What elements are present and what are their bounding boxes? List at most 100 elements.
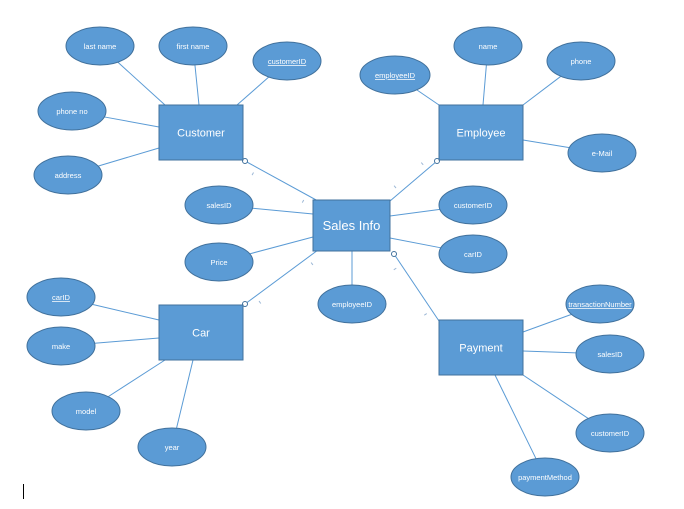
attribute-emp-phone[interactable]: phone	[546, 41, 616, 81]
attribute-cust-first[interactable]: first name	[158, 26, 228, 66]
attribute-ellipse[interactable]	[33, 155, 103, 195]
attribute-label: phone	[571, 57, 592, 66]
attribute-label: make	[52, 342, 70, 351]
attribute-label: paymentMethod	[518, 473, 572, 482]
attribute-ellipse[interactable]	[567, 133, 637, 173]
attribute-emp-email[interactable]: e-Mail	[567, 133, 637, 173]
attribute-sales-carid[interactable]: carID	[438, 234, 508, 274]
entity-box[interactable]	[312, 199, 391, 252]
attribute-sales-salesid[interactable]: salesID	[184, 185, 254, 225]
relationship-lines	[242, 158, 440, 322]
attribute-label: customerID	[268, 57, 307, 66]
emp-id-connector	[416, 89, 440, 106]
attribute-label: Price	[210, 258, 227, 267]
sales-carid-connector	[389, 237, 441, 249]
car-model-connector	[107, 359, 166, 398]
entity-customer[interactable]: Customer	[158, 104, 244, 161]
entity-sales[interactable]: Sales Info	[312, 199, 391, 252]
attribute-ellipse[interactable]	[184, 242, 254, 282]
attribute-cust-last[interactable]: last name	[65, 26, 135, 66]
entity-label: Car	[192, 327, 210, 339]
attribute-ellipse[interactable]	[565, 284, 635, 324]
attribute-ellipse[interactable]	[137, 427, 207, 467]
attribute-ellipse[interactable]	[438, 234, 508, 274]
relationship-employee-sales	[389, 158, 440, 202]
cardinality-tick	[310, 262, 314, 266]
attribute-ellipse[interactable]	[184, 185, 254, 225]
entity-box[interactable]	[158, 104, 244, 161]
connector-lines	[92, 61, 589, 459]
attribute-pay-method[interactable]: paymentMethod	[510, 457, 580, 497]
attribute-label: carID	[464, 250, 483, 259]
attribute-label: transactionNumber	[568, 300, 632, 309]
attribute-ellipse[interactable]	[26, 277, 96, 317]
attribute-label: customerID	[591, 429, 630, 438]
attribute-ellipse[interactable]	[575, 413, 645, 453]
cardinality-tick	[393, 185, 397, 189]
relationship-line	[244, 160, 319, 202]
attribute-label: last name	[84, 42, 117, 51]
relationship-end-circle	[434, 158, 440, 164]
relationship-end-circle	[391, 251, 397, 257]
sales-custid-connector	[389, 208, 440, 217]
relationship-end-circle	[242, 301, 248, 307]
emp-email-connector	[522, 139, 570, 149]
entity-payment[interactable]: Payment	[438, 319, 524, 376]
attribute-sales-price[interactable]: Price	[184, 242, 254, 282]
attribute-label: year	[165, 443, 180, 452]
cust-address-connector	[97, 147, 160, 167]
attribute-label: employeeID	[375, 71, 416, 80]
cardinality-tick	[258, 300, 262, 304]
attribute-sales-empid[interactable]: employeeID	[317, 284, 387, 324]
attribute-ellipse[interactable]	[65, 26, 135, 66]
attribute-label: phone no	[56, 107, 87, 116]
cardinality-tick	[251, 172, 254, 176]
attribute-pay-txn[interactable]: transactionNumber	[565, 284, 635, 324]
attribute-ellipse[interactable]	[158, 26, 228, 66]
attribute-car-id[interactable]: carID	[26, 277, 96, 317]
entity-box[interactable]	[438, 104, 524, 161]
entity-label: Employee	[457, 127, 506, 139]
cust-phone-connector	[104, 116, 160, 128]
entity-box[interactable]	[438, 319, 524, 376]
attribute-ellipse[interactable]	[37, 91, 107, 131]
attribute-emp-id[interactable]: employeeID	[359, 55, 431, 95]
attribute-cust-id[interactable]: customerID	[252, 41, 322, 81]
attribute-car-make[interactable]: make	[26, 326, 96, 366]
attribute-car-model[interactable]: model	[51, 391, 121, 431]
attribute-ellipse[interactable]	[510, 457, 580, 497]
attribute-label: e-Mail	[592, 149, 613, 158]
sales-price-connector	[249, 236, 314, 255]
entity-car[interactable]: Car	[158, 304, 244, 361]
attribute-pay-custid[interactable]: customerID	[575, 413, 645, 453]
entity-employee[interactable]: Employee	[438, 104, 524, 161]
car-make-connector	[94, 337, 160, 344]
relationship-end-circle	[242, 158, 248, 164]
attribute-emp-name[interactable]: name	[453, 26, 523, 66]
attribute-ellipse[interactable]	[359, 55, 431, 95]
attribute-ellipses: last name first name customerID phone no add…	[26, 26, 645, 497]
attribute-car-year[interactable]: year	[137, 427, 207, 467]
attribute-cust-address[interactable]: address	[33, 155, 103, 195]
entity-box[interactable]	[158, 304, 244, 361]
attribute-ellipse[interactable]	[575, 334, 645, 374]
car-year-connector	[176, 359, 194, 429]
attribute-cust-phone[interactable]: phone no	[37, 91, 107, 131]
attribute-ellipse[interactable]	[453, 26, 523, 66]
car-id-connector	[92, 303, 160, 321]
pay-txn-connector	[522, 313, 572, 333]
attribute-ellipse[interactable]	[26, 326, 96, 366]
attribute-ellipse[interactable]	[438, 185, 508, 225]
attribute-ellipse[interactable]	[546, 41, 616, 81]
attribute-sales-custid[interactable]: customerID	[438, 185, 508, 225]
attribute-ellipse[interactable]	[317, 284, 387, 324]
attribute-label: salesID	[597, 350, 623, 359]
attribute-pay-salesid[interactable]: salesID	[575, 334, 645, 374]
cust-first-connector	[194, 64, 200, 106]
attribute-ellipse[interactable]	[51, 391, 121, 431]
cust-id-connector	[236, 76, 270, 106]
pay-salesid-connector	[522, 350, 577, 354]
attribute-ellipse[interactable]	[252, 41, 322, 81]
